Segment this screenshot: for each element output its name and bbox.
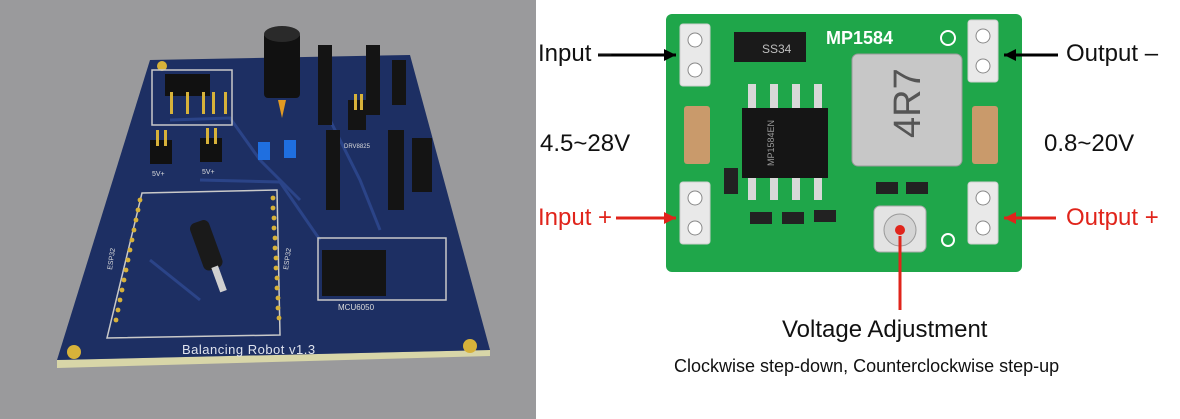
label-voltage-title: Voltage Adjustment xyxy=(782,316,988,343)
chip-label: MP1584 xyxy=(826,28,893,48)
diode-ss34 xyxy=(734,32,806,62)
label-output-plus: Output + xyxy=(1066,204,1159,231)
mount-hole xyxy=(463,339,477,353)
ic-text: MP1584EN xyxy=(766,120,776,166)
inductor-label: 4R7 xyxy=(887,68,929,138)
led-blue xyxy=(284,140,296,158)
pad-input-minus xyxy=(679,23,711,87)
module-diagram-panel: SS34 MP1584 4R7 MP1584EN xyxy=(536,0,1180,419)
ic-mp1584en xyxy=(742,108,828,178)
diode-label: SS34 xyxy=(762,42,792,56)
capacitor-in xyxy=(684,106,710,164)
silk-esp32-left: ESP32 xyxy=(107,248,117,271)
silk-esp32-right: ESP32 xyxy=(283,248,293,271)
inductor xyxy=(851,53,963,167)
pcb-edge xyxy=(57,350,490,368)
regulator-body xyxy=(165,74,210,96)
module-image: SS34 MP1584 4R7 MP1584EN xyxy=(598,14,1058,310)
mpu-header xyxy=(322,250,386,296)
diode xyxy=(190,220,223,271)
pad-output-plus xyxy=(967,181,999,245)
silk-5v-a: 5V+ xyxy=(152,171,165,178)
pcb-title: Balancing Robot v1.3 xyxy=(182,342,316,357)
led-blue xyxy=(258,142,270,160)
silk-5v-b: 5V+ xyxy=(202,169,215,176)
header-5v-a xyxy=(150,140,172,164)
pad-input-plus xyxy=(679,181,711,245)
pcb-board-image: 5V+ 5V+ DRV8825 xyxy=(57,26,490,368)
pad-output-minus xyxy=(967,19,999,83)
adjust-point xyxy=(895,225,905,235)
mount-hole xyxy=(157,61,167,71)
label-voltage-subtitle: Clockwise step-down, Counterclockwise st… xyxy=(674,356,1060,376)
label-input-plus: Input + xyxy=(538,204,613,231)
capacitor xyxy=(264,32,300,98)
mpu-outline xyxy=(317,237,447,301)
label-input-range: 4.5~28V xyxy=(540,130,631,157)
label-input-minus: Input – xyxy=(538,40,612,67)
label-output-range: 0.8~20V xyxy=(1044,130,1135,157)
capacitor-out xyxy=(972,106,998,164)
header-5v-b xyxy=(200,138,222,162)
label-output-minus: Output – xyxy=(1066,40,1159,67)
esp32-outline xyxy=(106,189,281,339)
silk-mcu: MCU6050 xyxy=(338,303,375,312)
mount-hole xyxy=(67,345,81,359)
regulator-outline xyxy=(151,69,233,126)
esp32-pins-left xyxy=(113,197,143,323)
esp32-pins-right xyxy=(270,195,282,321)
pcb-render-panel: 5V+ 5V+ DRV8825 xyxy=(0,0,536,419)
silk-drv1: DRV8825 xyxy=(344,144,371,150)
